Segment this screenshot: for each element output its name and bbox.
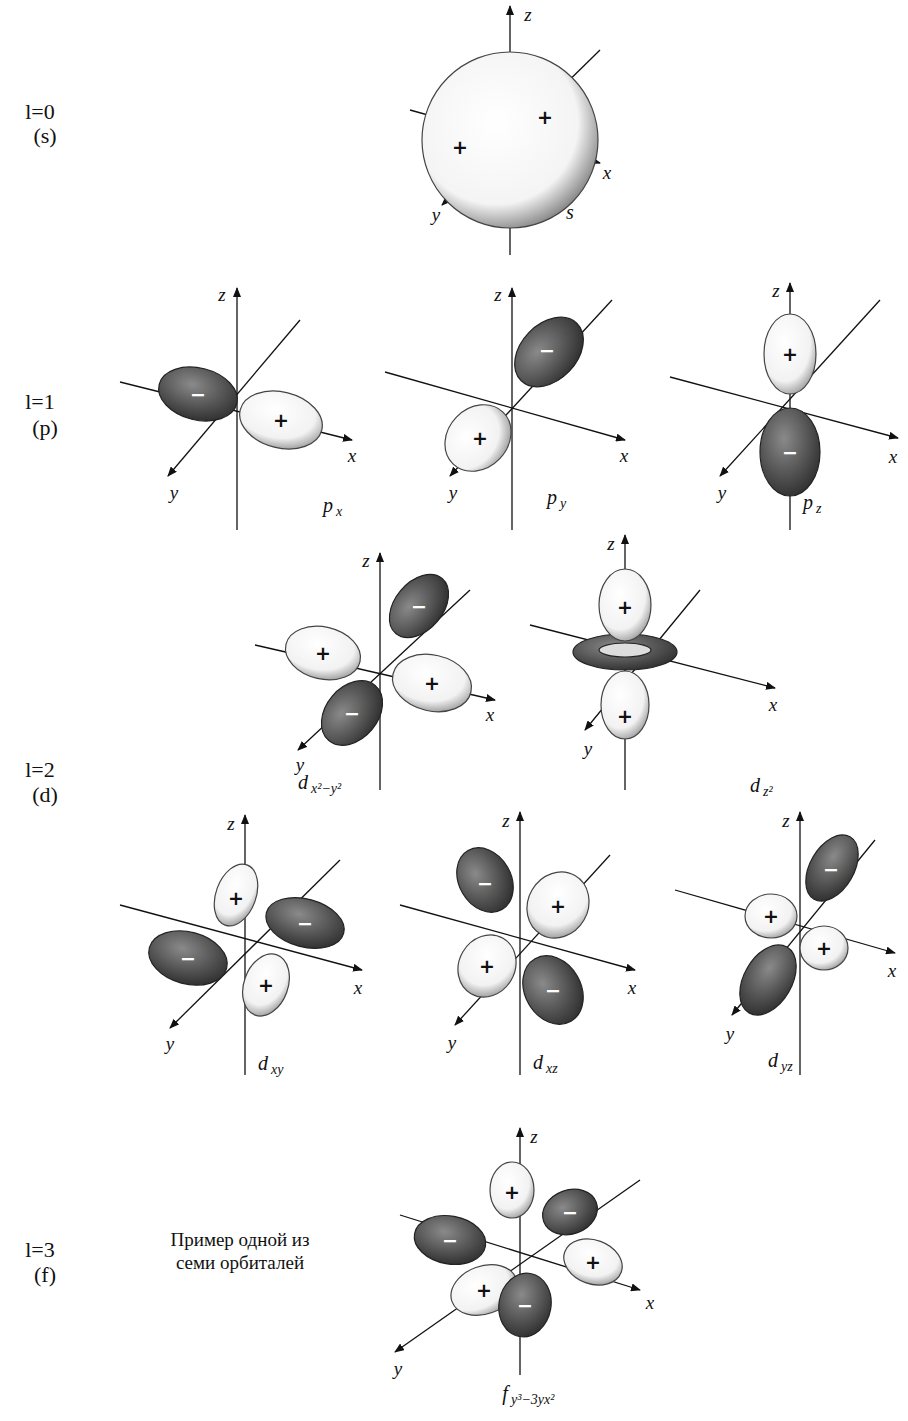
sign-label: + (258, 976, 274, 995)
axis-label: z (772, 281, 779, 300)
axis-label: z (218, 285, 225, 304)
orbital-subscript: xy (271, 1063, 283, 1077)
orbital-name: s (566, 202, 574, 222)
axis-label: z (227, 814, 234, 833)
orbital-name: p (803, 492, 813, 512)
orbital-name: p (323, 495, 333, 515)
row-label: (p) (32, 417, 58, 439)
orbital-subscript: z² (763, 785, 773, 799)
sign-label: − (190, 385, 206, 404)
sign-label: + (476, 1281, 492, 1300)
row-label: l=0 (25, 101, 55, 123)
sign-label: − (442, 1231, 458, 1250)
sign-label: + (472, 429, 488, 448)
axis-label: z (362, 551, 369, 570)
axis-label: x (628, 978, 636, 997)
row-label: l=1 (25, 391, 55, 413)
orbital-name: d (298, 772, 308, 792)
orbital-subscript: y³−3yx² (511, 1393, 554, 1407)
axis-label: x (769, 695, 777, 714)
orbital-name: d (750, 775, 760, 795)
axis-label: x (620, 446, 628, 465)
sign-label: + (550, 897, 566, 916)
axis-label: y (449, 483, 457, 502)
sign-label: − (411, 597, 427, 616)
row-label: l=3 (25, 1239, 55, 1261)
sign-label: − (545, 981, 561, 1000)
orbital-name: d (258, 1053, 268, 1073)
sign-label: + (782, 345, 798, 364)
row-label: (f) (34, 1264, 56, 1286)
orbital-subscript: x (336, 505, 342, 519)
orbital-subscript: y (560, 497, 566, 511)
axis-label: z (530, 1127, 537, 1146)
axis-label: y (584, 739, 592, 758)
axis-label: y (166, 1034, 174, 1053)
axis-label: x (348, 446, 356, 465)
orbital-name: f (502, 1383, 508, 1403)
axis-label: y (296, 755, 304, 774)
axis-label: z (524, 5, 531, 24)
axis-label: y (170, 483, 178, 502)
sign-label: − (539, 341, 555, 360)
sign-label: + (273, 411, 289, 430)
sign-label: − (344, 704, 360, 723)
sign-label: − (297, 914, 313, 933)
orbital-name: d (533, 1052, 543, 1072)
orbital-subscript: xz (546, 1062, 558, 1076)
axis-label: y (726, 1024, 734, 1043)
sign-label: + (315, 644, 331, 663)
orbital-name: d (768, 1050, 778, 1070)
axis-label: x (486, 705, 494, 724)
sign-label: − (823, 860, 839, 879)
axis-label: y (394, 1359, 402, 1378)
sign-label: − (477, 874, 493, 893)
sign-label: − (782, 443, 798, 462)
note-text: Пример одной из семи орбиталей (153, 1229, 328, 1275)
axis-label: x (603, 163, 611, 182)
orbital-subscript: z (816, 502, 821, 516)
sign-label: + (228, 889, 244, 908)
axis-label: z (782, 811, 789, 830)
sign-label: + (816, 939, 832, 958)
orbital-subscript: yz (781, 1060, 793, 1074)
row-label: (s) (33, 125, 56, 147)
axis-label: y (432, 205, 440, 224)
sign-label: + (452, 138, 468, 157)
sign-label: + (763, 907, 779, 926)
sign-label: + (424, 674, 440, 693)
axis-label: x (646, 1293, 654, 1312)
axis-label: y (718, 483, 726, 502)
axis-label: y (448, 1033, 456, 1052)
axis-label: x (889, 447, 897, 466)
sign-label: + (617, 707, 633, 726)
row-label: (d) (32, 784, 58, 806)
axis-label: x (354, 978, 362, 997)
sign-label: − (180, 949, 196, 968)
sign-label: + (479, 957, 495, 976)
axis-label: z (502, 811, 509, 830)
orbital-name: p (547, 487, 557, 507)
orbital-subscript: x²−y² (311, 782, 341, 796)
row-label: l=2 (25, 759, 55, 781)
sign-label: − (562, 1203, 578, 1222)
sign-label: − (517, 1296, 533, 1315)
sign-label: + (537, 108, 553, 127)
axis-label: z (607, 534, 614, 553)
sign-label: + (617, 598, 633, 617)
sign-label: + (504, 1183, 520, 1202)
sign-label: + (585, 1253, 601, 1272)
axis-label: z (494, 285, 501, 304)
axis-label: x (888, 961, 896, 980)
